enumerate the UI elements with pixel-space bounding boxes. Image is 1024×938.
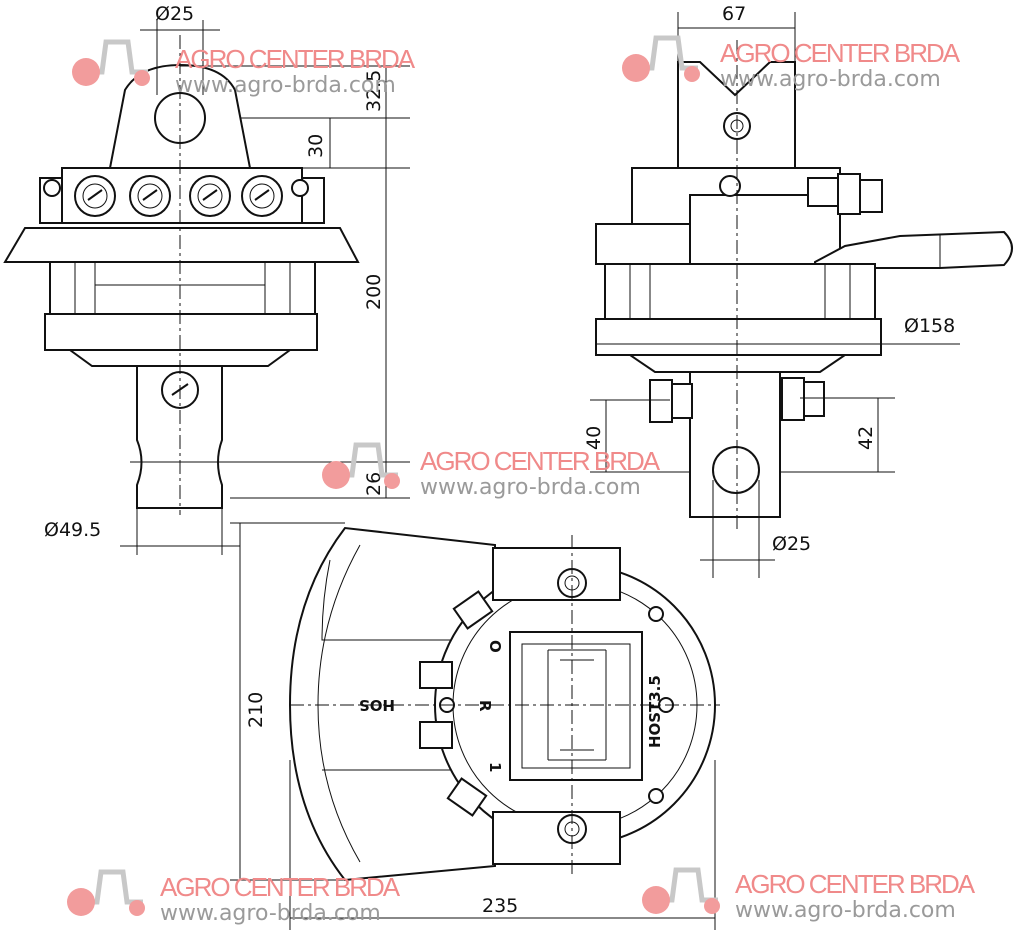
watermark-url: www.agro-brda.com: [735, 898, 956, 923]
watermark-3: AGRO CENTER BRDA www.agro-brda.com: [322, 445, 663, 500]
watermark-logo-icon: [67, 872, 145, 916]
side-lower-pin-hole: [712, 446, 760, 494]
front-lower-chamfer: [66, 349, 294, 367]
front-columns: [49, 261, 316, 315]
front-view: [3, 35, 360, 515]
watermark-1: AGRO CENTER BRDA www.agro-brda.com: [72, 42, 418, 98]
watermark-title: AGRO CENTER BRDA: [175, 44, 416, 74]
watermark-url: www.agro-brda.com: [160, 901, 381, 926]
side-view: [595, 40, 1013, 530]
watermark-url: www.agro-brda.com: [420, 475, 641, 500]
watermark-title: AGRO CENTER BRDA: [160, 872, 401, 902]
watermark-logo-icon: [622, 38, 700, 82]
dim-total-height: 200: [363, 274, 385, 310]
watermark-url: www.agro-brda.com: [720, 67, 941, 92]
dim-shaft-diameter: Ø49.5: [44, 519, 101, 541]
bottom-dimensions: 210 235: [230, 522, 716, 930]
watermark-logo-icon: [72, 42, 150, 86]
side-lower-flange: [595, 318, 882, 356]
engraving-brand-right: HOS: [646, 712, 664, 748]
dim-pin-diameter-top: Ø25: [155, 3, 194, 25]
watermark-url: www.agro-brda.com: [175, 73, 396, 98]
watermark-2: AGRO CENTER BRDA www.agro-brda.com: [622, 38, 963, 92]
watermark-title: AGRO CENTER BRDA: [720, 38, 961, 68]
watermark-5: AGRO CENTER BRDA www.agro-brda.com: [642, 869, 978, 923]
bottom-fittings: [419, 590, 494, 817]
front-dimensions: Ø25 32.5 30 200 26 Ø49.5: [44, 3, 410, 555]
dim-pin-diameter-side: Ø25: [772, 533, 811, 555]
bottom-clamp-top: [492, 547, 621, 601]
watermark-4: AGRO CENTER BRDA www.agro-brda.com: [67, 872, 403, 926]
front-fittings: [43, 175, 309, 217]
engraving-port-o: O: [486, 640, 504, 653]
watermark-title: AGRO CENTER BRDA: [420, 446, 661, 476]
front-wide-flange: [3, 227, 360, 263]
dim-side-lower-left: 40: [583, 426, 605, 450]
side-dimensions: 67 Ø158 40 42 Ø25: [583, 3, 960, 578]
side-arm: [814, 230, 1013, 269]
side-lower-clevis: [689, 371, 781, 518]
bottom-view: HOS HOS T3.5 O R 1: [288, 526, 720, 882]
front-lower-flange: [44, 313, 318, 351]
dim-flange-diameter: Ø158: [904, 315, 955, 337]
dim-bottom-height: 26: [363, 472, 385, 496]
bottom-center-block: [509, 631, 643, 781]
side-fitting-top: [807, 173, 883, 215]
side-columns: [604, 263, 876, 320]
watermark-logo-icon: [642, 870, 720, 914]
side-lower-chamfer: [626, 354, 849, 373]
dim-side-lower-right: 42: [855, 426, 877, 450]
bottom-clamp-bottom: [492, 811, 621, 865]
watermark-title: AGRO CENTER BRDA: [735, 869, 976, 899]
side-lower-fittings: [649, 377, 825, 423]
dim-height-top-upper: 32.5: [363, 70, 385, 112]
dim-height-bottom: 210: [245, 692, 267, 728]
engraving-model: T3.5: [646, 675, 664, 712]
bottom-arm: [288, 526, 496, 882]
watermark-logo-icon: [322, 445, 400, 489]
dim-height-top-lower: 30: [305, 134, 327, 158]
dim-width-bottom: 235: [482, 895, 518, 917]
dim-width-side: 67: [722, 3, 746, 25]
engraving-port-1: 1: [486, 762, 504, 772]
side-body-left: [595, 223, 691, 265]
engraving-port-r: R: [476, 700, 494, 712]
